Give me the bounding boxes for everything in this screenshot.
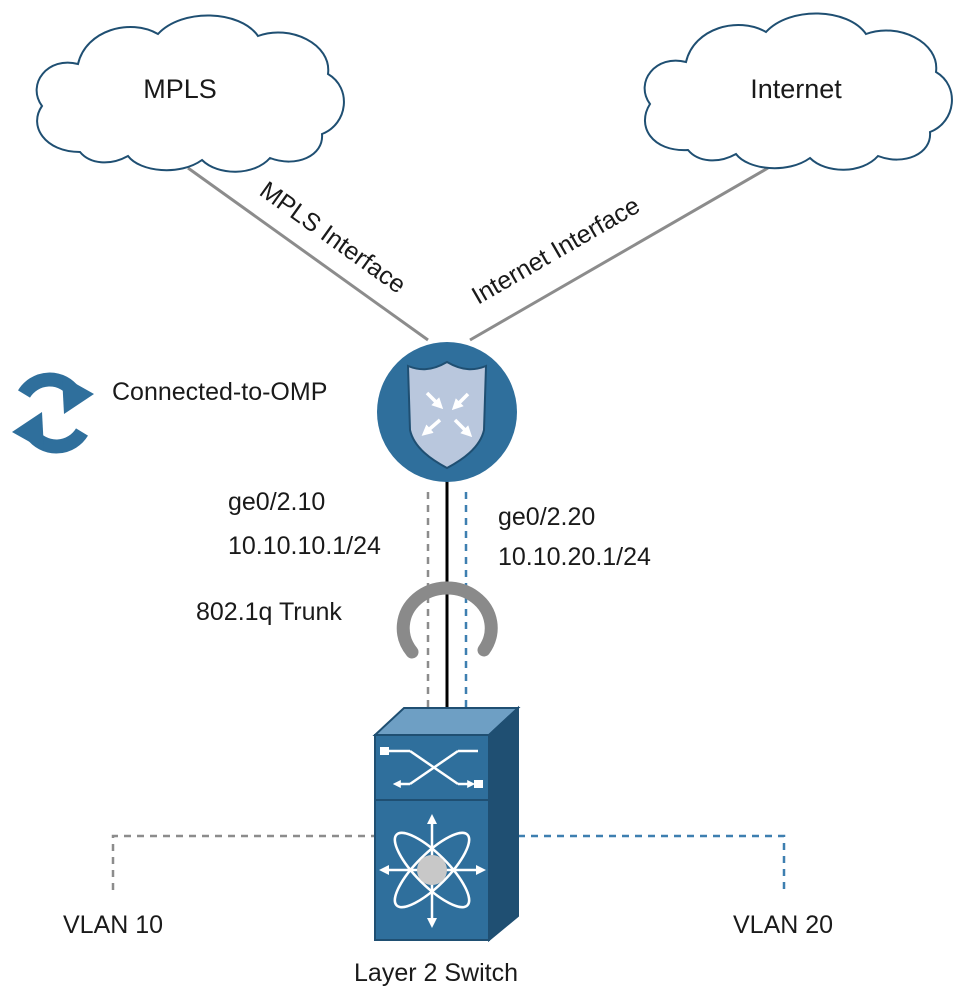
vlan10-link (111, 834, 378, 893)
router[interactable] (377, 342, 517, 482)
sync-icon (12, 372, 94, 454)
vlan20-link (518, 834, 786, 893)
subinterface-20-ip: 10.10.20.1/24 (498, 543, 651, 571)
internet-cloud: Internet (643, 12, 953, 171)
subinterface-10-ip: 10.10.10.1/24 (228, 532, 381, 560)
cloud-icon (643, 12, 953, 171)
vlan20-label: VLAN 20 (733, 911, 833, 939)
switch-hub (417, 855, 447, 885)
internet-link (469, 166, 769, 342)
subinterface-20-name: ge0/2.20 (498, 503, 595, 531)
vlan10-label: VLAN 10 (63, 911, 163, 939)
trunk-loop-icon (396, 581, 498, 659)
trunk-label: 802.1q Trunk (196, 598, 342, 626)
subinterface-10-name: ge0/2.10 (228, 488, 325, 516)
omp-status-label: Connected-to-OMP (112, 378, 327, 406)
layer2-switch-icon[interactable] (372, 705, 521, 943)
mpls-interface-label: MPLS Interface (255, 176, 411, 299)
cloud-icon (35, 14, 345, 173)
mpls-cloud-label: MPLS (143, 74, 217, 104)
internet-interface-label: Internet Interface (467, 191, 645, 310)
switch-label: Layer 2 Switch (354, 959, 518, 987)
mpls-link (187, 166, 429, 342)
internet-cloud-label: Internet (750, 74, 842, 104)
mpls-cloud: MPLS (35, 14, 345, 173)
router-shield-icon (406, 360, 488, 470)
